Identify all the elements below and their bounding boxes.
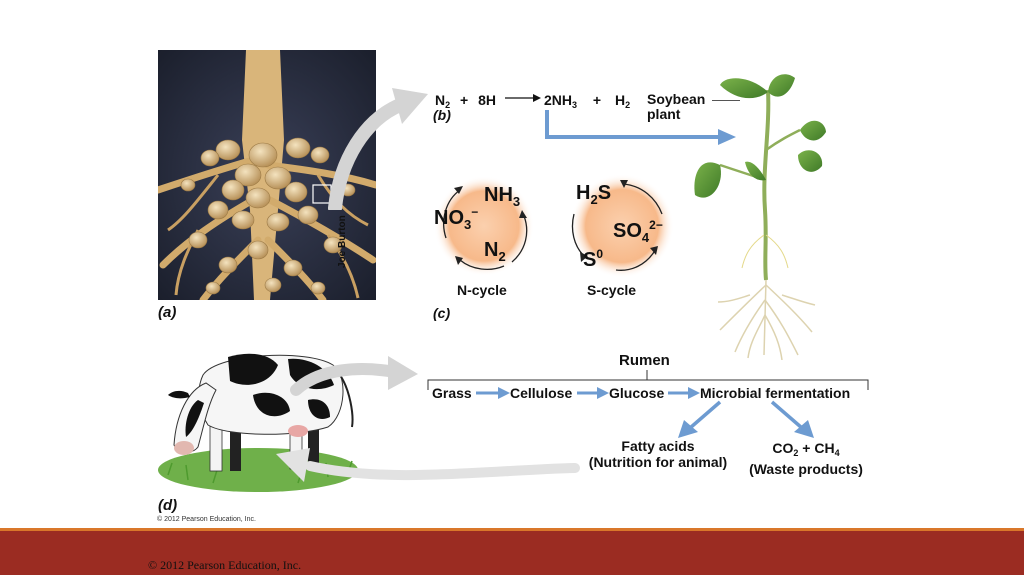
soybean-plant-label: Soybean plant xyxy=(647,92,705,122)
reaction-arrow-icon xyxy=(505,94,541,102)
h2s-subscript: 2 xyxy=(590,192,598,207)
plus-ch-text: + CH xyxy=(802,440,835,456)
soybean-label-line2: plant xyxy=(647,106,681,122)
arrow-to-fatty-acids xyxy=(678,400,722,438)
curved-arrow-cow-to-rumen xyxy=(290,356,418,396)
arrow-to-waste-products xyxy=(770,400,814,438)
eq-n: N xyxy=(435,92,446,108)
so4-superscript: 2− xyxy=(649,218,663,232)
s-cycle-h2s: H2S xyxy=(576,182,611,207)
equation-right: 2NH3 + H2 xyxy=(544,92,630,110)
flow-glucose: Glucose xyxy=(609,385,665,401)
n-cycle-nh3: NH3 xyxy=(484,184,520,209)
rumen-bracket xyxy=(427,370,869,390)
s-cycle-diagram xyxy=(570,174,674,278)
panel-a-label: (a) xyxy=(158,304,177,321)
rumen-label: Rumen xyxy=(619,352,670,369)
footer-bar xyxy=(0,531,1024,575)
flow-arrow-2 xyxy=(577,387,609,399)
co2-text: CO xyxy=(772,440,794,456)
flow-cellulose: Cellulose xyxy=(510,385,573,401)
co2-subscript: 2 xyxy=(793,448,799,458)
blue-arrow-to-plant xyxy=(545,110,736,145)
h2s-h-text: H xyxy=(576,182,591,204)
flow-grass: Grass xyxy=(432,385,472,401)
soybean-label-line1: Soybean xyxy=(647,91,706,107)
ch4-subscript: 4 xyxy=(834,448,840,458)
eq-plus-2: + xyxy=(592,92,602,108)
small-copyright: © 2012 Pearson Education, Inc. xyxy=(157,516,256,523)
eq-plus-1: + xyxy=(460,92,469,108)
n-cycle-no3: NO3− xyxy=(434,205,478,232)
s-cycle-label: S-cycle xyxy=(587,282,637,298)
photo-credit: Joe Burton xyxy=(337,215,348,268)
fatty-acids-line2: (Nutrition for animal) xyxy=(588,454,728,470)
eq-h: H xyxy=(615,92,626,108)
equation-left: N2 + 8H xyxy=(435,92,496,110)
co2-ch4-line: CO2 + CH4 xyxy=(745,440,867,461)
flow-arrow-3 xyxy=(668,387,700,399)
curved-arrow-products-to-cow xyxy=(276,448,580,482)
s-cycle-so4: SO42− xyxy=(613,218,663,245)
panel-c-label: (c) xyxy=(433,305,451,321)
flow-microbial-fermentation: Microbial fermentation xyxy=(700,385,851,401)
s-cycle-s0: S0 xyxy=(583,247,603,272)
soybean-plant-illustration xyxy=(694,74,826,360)
footer-accent-line xyxy=(0,528,1024,531)
flow-arrow-1 xyxy=(476,387,510,399)
footer-copyright: © 2012 Pearson Education, Inc. xyxy=(148,558,302,572)
s0-text: S xyxy=(583,249,597,271)
n2-subscript: 2 xyxy=(498,249,506,264)
eq-2nh: 2NH xyxy=(544,92,573,108)
n-cycle-n2: N2 xyxy=(484,239,506,264)
nh3-subscript: 3 xyxy=(512,194,521,209)
eq-8h: 8H xyxy=(478,92,497,108)
eq-2nh-subscript: 3 xyxy=(572,100,578,110)
fatty-acids-label: Fatty acids (Nutrition for animal) xyxy=(584,438,732,470)
no3-text: NO xyxy=(434,207,464,229)
no3-subscript: 3 xyxy=(464,217,472,232)
fatty-acids-line1: Fatty acids xyxy=(621,438,695,454)
no3-superscript: − xyxy=(471,205,479,219)
so4-text: SO xyxy=(613,220,642,242)
h2s-s-text: S xyxy=(597,182,612,204)
eq-n-subscript: 2 xyxy=(445,100,451,110)
eq-h-subscript: 2 xyxy=(625,100,631,110)
panel-d-label: (d) xyxy=(158,497,178,514)
s0-superscript: 0 xyxy=(596,247,604,261)
nh3-text: NH xyxy=(484,184,513,206)
so4-subscript: 4 xyxy=(641,230,650,245)
n-cycle-diagram xyxy=(434,176,534,276)
panel-b-label: (b) xyxy=(433,107,451,123)
n-cycle-label: N-cycle xyxy=(457,282,507,298)
waste-products-label: CO2 + CH4 (Waste products) xyxy=(745,440,867,477)
n2-text: N xyxy=(484,239,499,261)
curved-arrow-nodule-to-equation xyxy=(328,88,428,210)
soybean-leader-line xyxy=(712,100,740,101)
waste-products-line2: (Waste products) xyxy=(749,461,863,477)
